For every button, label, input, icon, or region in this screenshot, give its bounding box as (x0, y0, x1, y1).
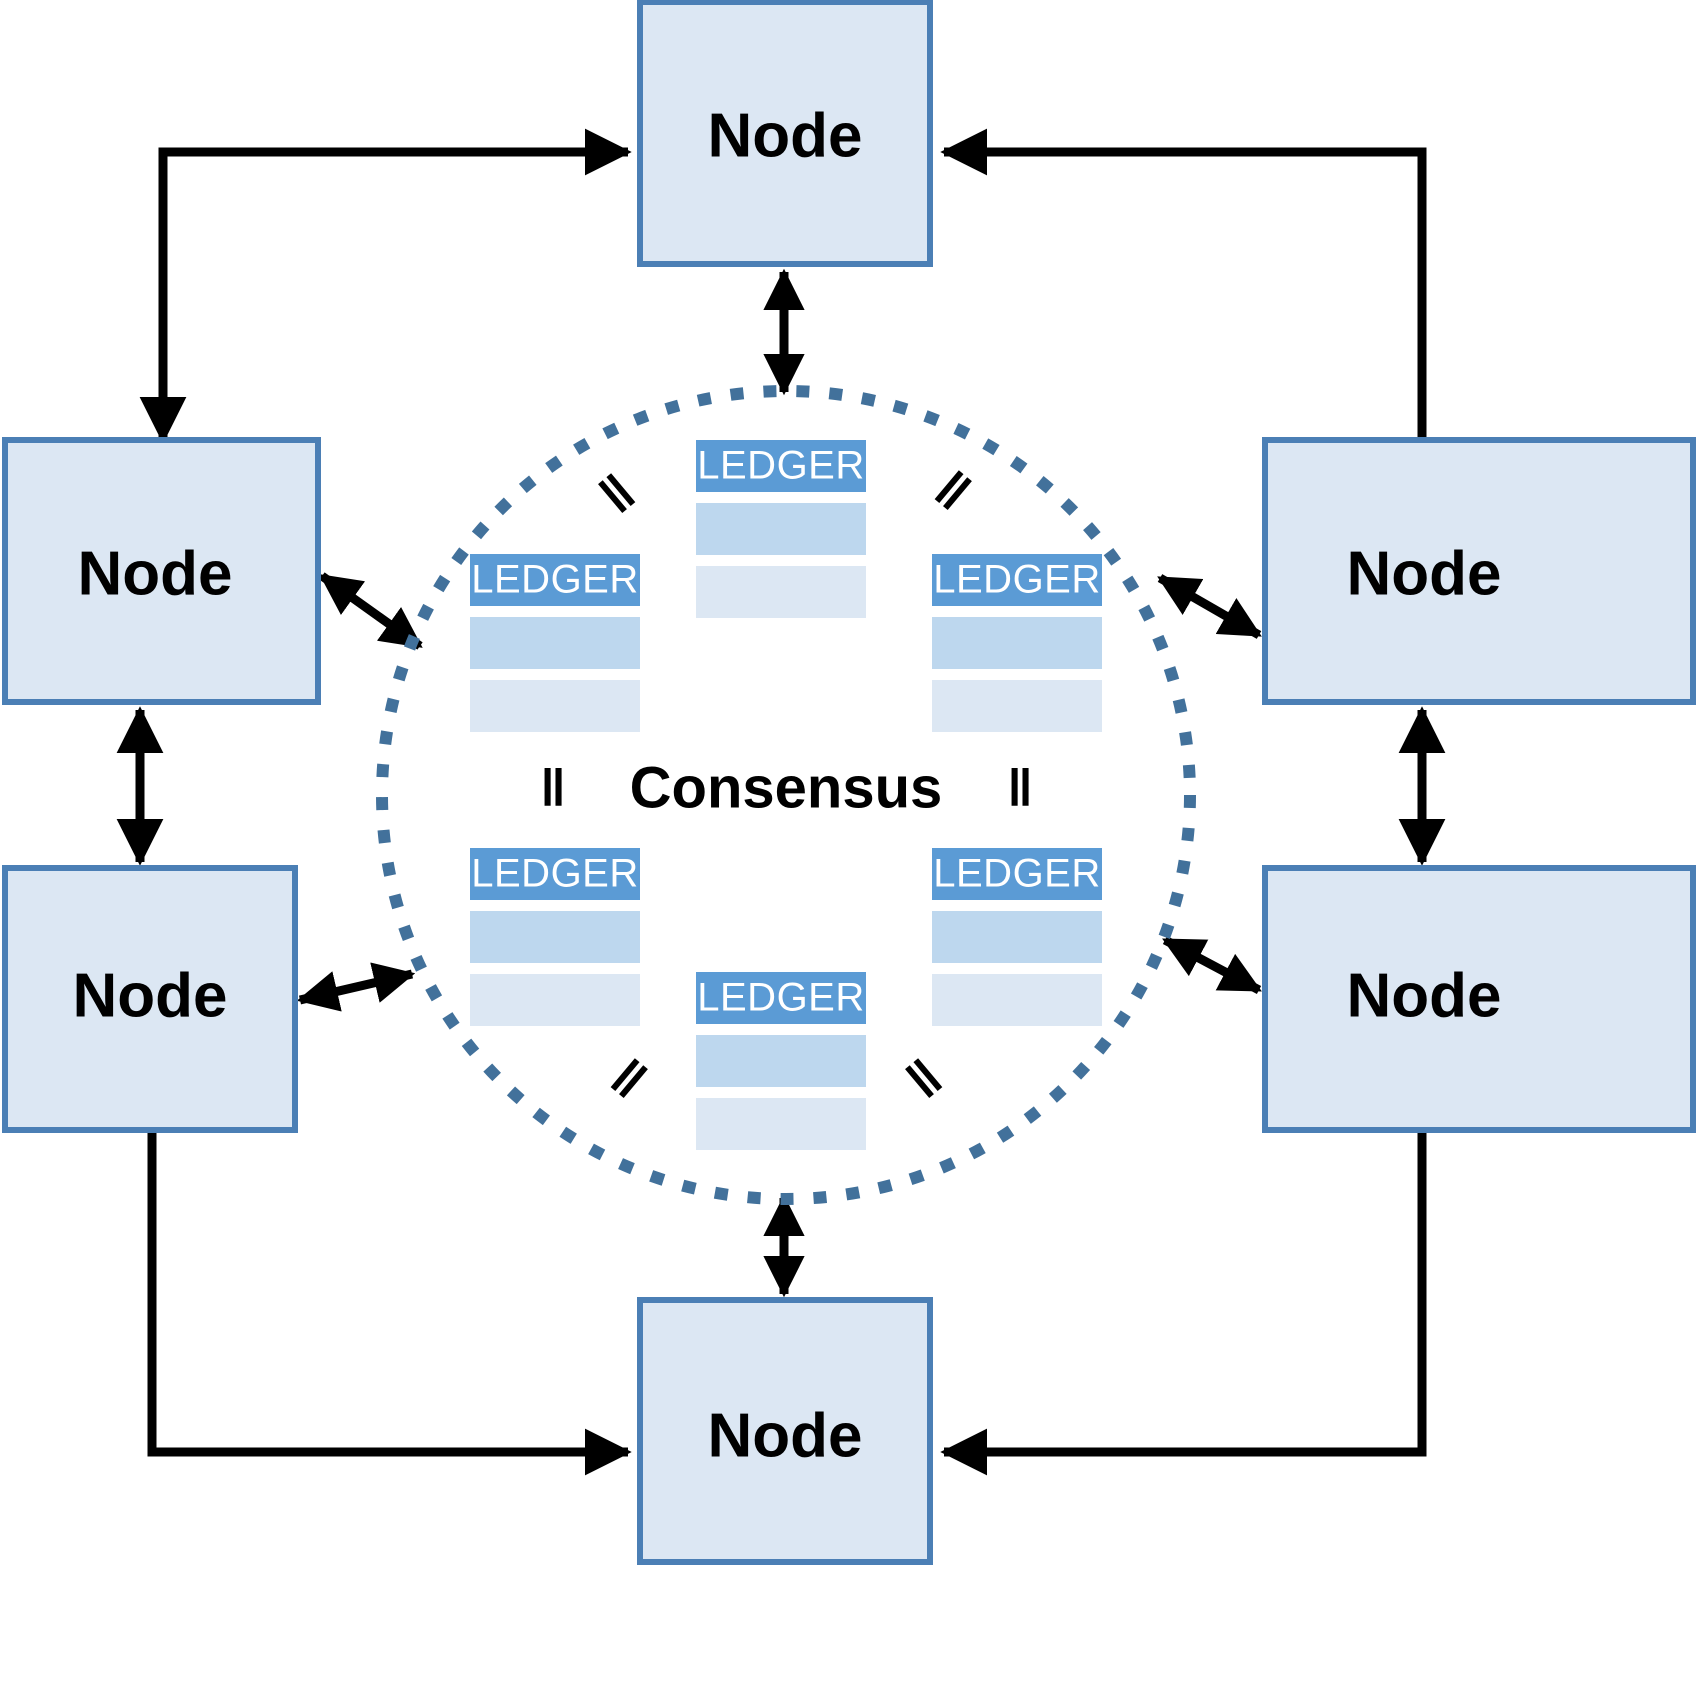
ledger-bottom[interactable]: LEDGER (696, 972, 866, 1150)
ledger-lower-left-label: LEDGER (471, 852, 639, 896)
ledger-lower-right[interactable]: LEDGER (932, 848, 1102, 1026)
ledger-upper-left-row-2 (470, 680, 640, 732)
ledger-upper-right-label: LEDGER (933, 558, 1101, 602)
ledger-upper-right-header (932, 554, 1102, 606)
ledger-top-header (696, 440, 866, 492)
ledger-upper-right-row-2 (932, 680, 1102, 732)
outer-ring-connections (116, 128, 1446, 1476)
ledger-lower-left-row-1 (470, 911, 640, 963)
node-bottom-box[interactable] (637, 1297, 933, 1565)
node-right-upper-box[interactable] (1262, 437, 1696, 705)
ledger-upper-right-row-1 (932, 617, 1102, 669)
conn-right-upper-to-circle (1157, 574, 1262, 639)
node-right-upper-label: Node (1347, 539, 1502, 608)
equals-mark-bottom-right: ‖ (896, 1049, 953, 1110)
ledger-upper-left-row-1 (470, 617, 640, 669)
conn-right-lower-to-bottom (940, 1130, 1427, 1476)
ledger-bottom-row-2 (696, 1098, 866, 1150)
ledger-cards: LEDGER LEDGER LEDGER LEDGER (470, 440, 1102, 1150)
consensus-circle (376, 385, 1196, 1205)
conn-left-upper-to-top (139, 128, 632, 444)
node-left-upper-box[interactable] (2, 437, 321, 705)
conn-right-upper-to-top (940, 128, 1427, 440)
conn-left-upper-to-circle (319, 572, 423, 650)
ledger-lower-right-header (932, 848, 1102, 900)
ledger-top-row-2 (696, 566, 866, 618)
ledger-bottom-header (696, 972, 866, 1024)
ledger-bottom-row-1 (696, 1035, 866, 1087)
spoke-connections (296, 268, 1262, 1298)
equals-mark-bottom-left: ‖ (600, 1049, 657, 1110)
node-boxes: Node Node Node Node Node (2, 0, 1696, 1565)
equals-mark-mid-left: ‖ (540, 760, 566, 818)
conn-right-lower-to-circle (1162, 936, 1262, 994)
node-top[interactable]: Node (637, 0, 933, 267)
node-right-upper[interactable]: Node (1262, 437, 1696, 705)
consensus-label: Consensus (630, 755, 943, 820)
ledger-lower-right-row-1 (932, 911, 1102, 963)
conn-left-lower-to-bottom (147, 1130, 632, 1476)
node-top-label: Node (708, 101, 863, 170)
node-right-lower-box[interactable] (1262, 865, 1696, 1133)
ledger-bottom-label: LEDGER (697, 976, 865, 1020)
node-left-upper[interactable]: Node (2, 437, 321, 705)
ledger-lower-right-row-2 (932, 974, 1102, 1026)
ledger-lower-left-row-2 (470, 974, 640, 1026)
node-bottom-label: Node (708, 1401, 863, 1470)
ledger-upper-left-label: LEDGER (471, 558, 639, 602)
ledger-top[interactable]: LEDGER (696, 440, 866, 618)
ledger-lower-left[interactable]: LEDGER (470, 848, 640, 1026)
ledger-top-row-1 (696, 503, 866, 555)
node-bottom[interactable]: Node (637, 1297, 933, 1565)
node-top-box[interactable] (637, 0, 933, 267)
node-left-lower[interactable]: Node (2, 865, 298, 1133)
ledger-upper-left-header (470, 554, 640, 606)
equals-mark-top-left: ‖ (589, 464, 646, 525)
equals-mark-top-right: ‖ (924, 461, 981, 522)
node-right-lower[interactable]: Node (1262, 865, 1696, 1133)
node-left-lower-label: Node (73, 961, 228, 1030)
node-left-upper-label: Node (78, 539, 233, 608)
conn-left-lower-to-circle (296, 962, 416, 1012)
ledger-upper-left[interactable]: LEDGER (470, 554, 640, 732)
ledger-lower-left-header (470, 848, 640, 900)
ledger-top-label: LEDGER (697, 444, 865, 488)
equals-mark-mid-right: ‖ (1007, 760, 1033, 818)
node-right-lower-label: Node (1347, 961, 1502, 1030)
node-left-lower-box[interactable] (2, 865, 298, 1133)
ledger-lower-right-label: LEDGER (933, 852, 1101, 896)
ledger-upper-right[interactable]: LEDGER (932, 554, 1102, 732)
